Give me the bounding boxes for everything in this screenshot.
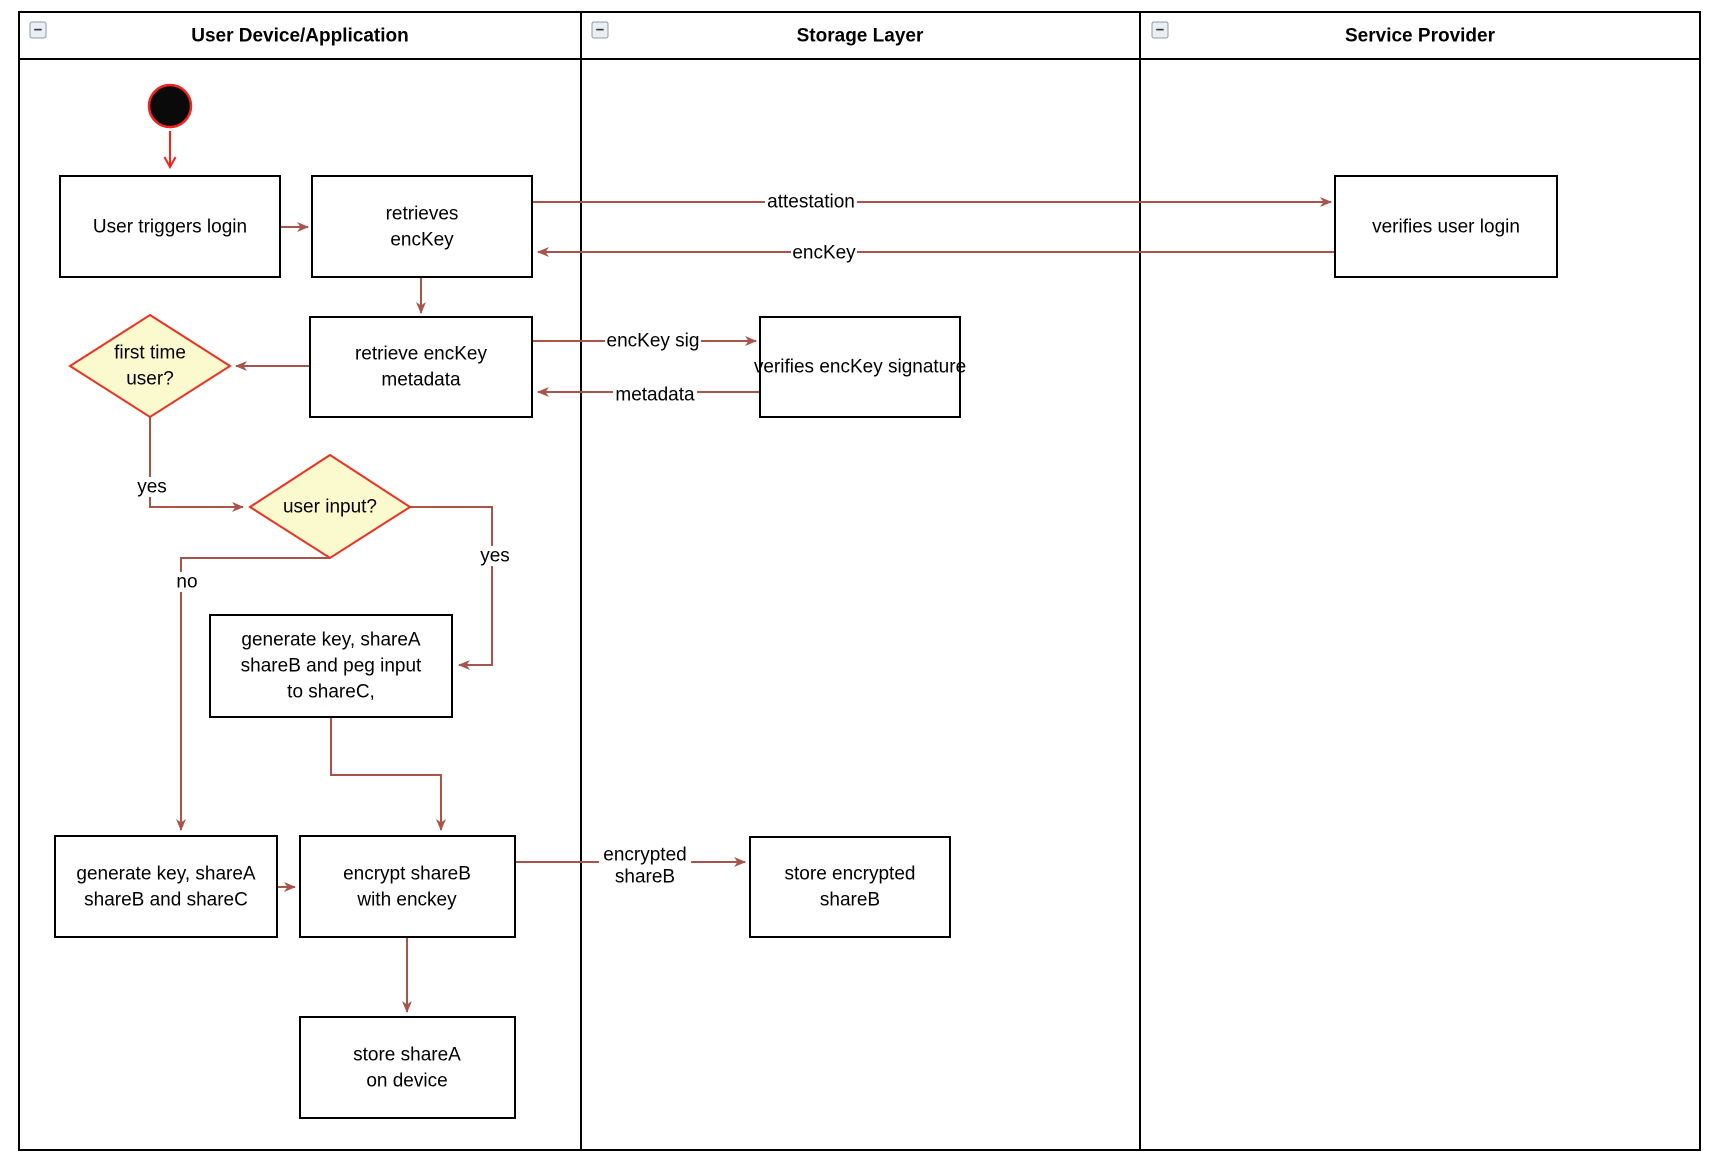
collapse-icon[interactable] <box>591 21 609 39</box>
edge-label-text: yes <box>137 477 167 498</box>
edge-userinput-no[interactable] <box>176 557 330 831</box>
decision-diamond[interactable] <box>68 313 232 419</box>
node-box[interactable] <box>311 175 533 278</box>
node-box[interactable] <box>299 835 516 938</box>
decision-user-input[interactable]: user input? <box>248 453 412 560</box>
node-box[interactable] <box>299 1016 516 1119</box>
lane-title-user-device: User Device/Application <box>191 26 409 47</box>
node-generate-key-peg-input[interactable]: generate key, shareA shareB and peg inpu… <box>209 614 453 718</box>
node-label: retrieve encKey <box>355 344 488 365</box>
collapse-icon-glyph: − <box>34 22 43 39</box>
edge-label-yes-user-input[interactable]: yes <box>478 546 512 567</box>
node-label: generate key, shareA <box>76 864 256 885</box>
edge-label-yes-first-time[interactable]: yes <box>135 477 169 498</box>
label-bg <box>765 192 857 212</box>
node-box[interactable] <box>759 316 961 418</box>
node-box[interactable] <box>309 316 533 418</box>
node-label: retrieves <box>386 204 459 225</box>
label-bg <box>791 243 857 263</box>
node-label: encrypt shareB <box>343 864 471 885</box>
edge-label-enckey[interactable]: encKey <box>791 243 857 264</box>
edge-label-text: encKey sig <box>607 331 700 352</box>
node-label: store shareA <box>353 1045 461 1066</box>
lane-header-storage-layer[interactable]: − Storage Layer <box>591 21 924 47</box>
collapse-icon-glyph: − <box>596 22 605 39</box>
start-node[interactable] <box>147 83 193 129</box>
node-box[interactable] <box>209 614 453 718</box>
lane-header-service-provider[interactable]: − Service Provider <box>1151 21 1496 47</box>
edge-label-attestation[interactable]: attestation <box>765 192 857 213</box>
node-box[interactable] <box>1334 175 1558 278</box>
edge-label-text: shareB <box>615 867 675 888</box>
node-box[interactable] <box>54 835 278 938</box>
edge-userinput-yes[interactable] <box>410 506 493 670</box>
label-bg <box>478 546 512 566</box>
node-box[interactable] <box>59 175 281 278</box>
lane-title-service-provider: Service Provider <box>1345 26 1496 47</box>
node-label: store encrypted <box>785 864 916 885</box>
node-user-triggers-login[interactable]: User triggers login <box>59 175 281 278</box>
node-label: shareB and shareC <box>84 890 248 911</box>
edge-label-text: encrypted <box>603 845 686 866</box>
edge-label-text: yes <box>480 546 510 567</box>
edge-label-text: no <box>176 572 197 593</box>
node-verifies-user-login[interactable]: verifies user login <box>1334 175 1558 278</box>
node-store-sharea-on-device[interactable]: store shareA on device <box>299 1016 516 1119</box>
node-label: generate key, shareA <box>241 630 421 651</box>
pool-border <box>18 11 1701 1151</box>
node-label: on device <box>366 1071 447 1092</box>
label-bg <box>613 385 697 405</box>
edge-label-metadata[interactable]: metadata <box>613 385 697 406</box>
edge-label-text: metadata <box>615 385 695 406</box>
edge-firsttime-yes[interactable] <box>149 417 244 512</box>
edge-labels: attestation encKey encKey sig metadata y… <box>135 192 857 888</box>
nodes: User triggers login retrieves encKey ver… <box>54 83 1558 1119</box>
collapse-icon[interactable] <box>1151 21 1169 39</box>
edge-label-text: encKey <box>792 243 856 264</box>
decision-label: user input? <box>283 497 377 518</box>
node-label: encKey <box>390 230 454 251</box>
node-generate-key-sharec[interactable]: generate key, shareA shareB and shareC <box>54 835 278 938</box>
node-box[interactable] <box>749 836 951 938</box>
node-retrieve-enckey-metadata[interactable]: retrieve encKey metadata <box>309 316 533 418</box>
edges <box>149 131 1335 1013</box>
node-verifies-enckey-signature[interactable]: verifies encKey signature <box>754 316 966 418</box>
label-bg <box>599 844 691 888</box>
node-label: verifies user login <box>1372 217 1520 238</box>
collapse-icon[interactable] <box>29 21 47 39</box>
label-bg <box>174 572 200 592</box>
decision-diamond[interactable] <box>248 453 412 560</box>
node-label: shareB and peg input <box>241 656 422 677</box>
node-label: verifies encKey signature <box>754 357 966 378</box>
node-label: with enckey <box>356 890 457 911</box>
edge-label-text: attestation <box>767 192 855 213</box>
lane-header-user-device[interactable]: − User Device/Application <box>29 21 409 47</box>
edge-label-enckey-sig[interactable]: encKey sig <box>605 331 701 352</box>
node-label: to shareC, <box>287 682 375 703</box>
pool: − User Device/Application − Storage Laye… <box>18 11 1701 1151</box>
node-store-encrypted-shareb[interactable]: store encrypted shareB <box>749 836 951 938</box>
label-bg <box>605 331 701 351</box>
collapse-icon-glyph: − <box>1156 22 1165 39</box>
label-bg <box>135 477 169 497</box>
decision-first-time-user[interactable]: first time user? <box>68 313 232 419</box>
node-retrieves-enckey[interactable]: retrieves encKey <box>311 175 533 278</box>
edge-peg-to-encrypt[interactable] <box>330 717 446 831</box>
decision-label: user? <box>126 369 174 390</box>
decision-label: first time <box>114 343 186 364</box>
lane-title-storage-layer: Storage Layer <box>797 26 924 47</box>
node-label: shareB <box>820 890 880 911</box>
node-label: User triggers login <box>93 217 247 238</box>
node-encrypt-shareb[interactable]: encrypt shareB with enckey <box>299 835 516 938</box>
node-label: metadata <box>381 370 461 391</box>
edge-label-encrypted-shareb[interactable]: encrypted shareB <box>599 844 691 888</box>
edge-label-no-user-input[interactable]: no <box>174 572 200 593</box>
